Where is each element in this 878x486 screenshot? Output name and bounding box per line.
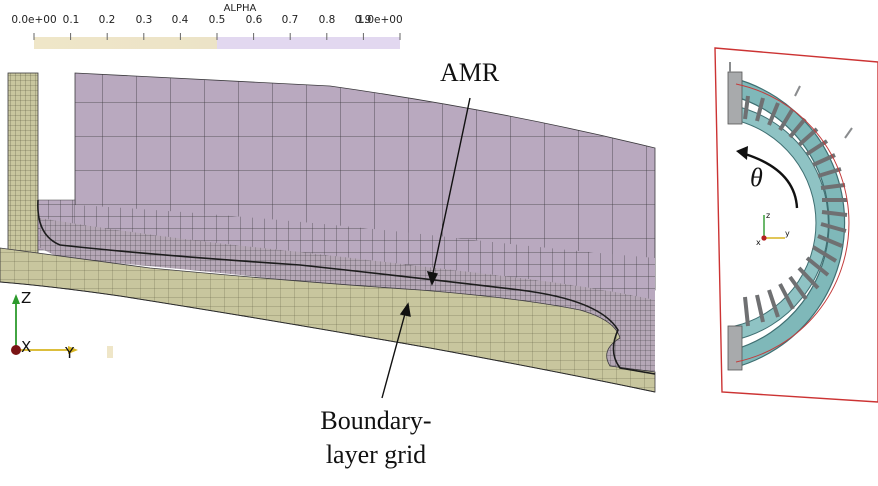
colorbar-title: ALPHA (223, 3, 257, 14)
colorbar-tick-label: 0.3 (135, 14, 153, 26)
boundary-layer-label: Boundary- layer grid (296, 404, 456, 472)
colorbar-tick-label: 1.0e+00 (357, 14, 403, 26)
axes-triad-left: Z X Y (11, 289, 113, 362)
axis-x-label: X (21, 338, 31, 356)
amr-arrowhead (426, 271, 439, 286)
end-cap-bottom (727, 325, 743, 371)
boundary-label-line2: layer grid (325, 440, 427, 469)
frame-outline (714, 47, 878, 403)
colorbar-tick-label: 0.4 (171, 14, 189, 26)
mini-colorbar (107, 346, 113, 358)
stator-3d-view: z y x (714, 47, 878, 403)
amr-label: AMR (440, 58, 500, 87)
colorbar-tick-label: 0.5 (208, 14, 226, 26)
colorbar-tick-label: 0.9 (354, 14, 372, 26)
simulation-mesh-view (0, 72, 656, 393)
colorbar-tick-label: 0.7 (281, 14, 299, 26)
highlight-arc (735, 83, 850, 363)
liquid-gas-interface (37, 199, 656, 375)
boundary-label-line1: Boundary- (320, 406, 432, 435)
lower-wall (0, 281, 656, 393)
pins (729, 62, 853, 139)
amr-fine-band (40, 218, 655, 372)
amr-arrow (431, 97, 471, 279)
rotation-arrow (744, 152, 799, 209)
axes-triad-right: z y x (756, 211, 790, 247)
axis-x-label-small: x (756, 238, 761, 247)
theta-label: θ (750, 163, 763, 192)
rotation-arrowhead (736, 146, 748, 160)
colorbar-gradient (34, 37, 400, 49)
axis-y-label: Y (64, 344, 75, 362)
end-cap-top (727, 71, 743, 125)
axis-z-label-small: z (766, 211, 770, 220)
colorbar-tick-label: 0.2 (98, 14, 116, 26)
axis-y-label-small: y (785, 229, 790, 238)
colorbar-tick-label: 0.1 (62, 14, 80, 26)
boundary-arrow (381, 309, 407, 399)
colorbar-tick-marks (33, 33, 401, 40)
annotation-arrows (381, 97, 471, 399)
boundary-arrowhead (399, 302, 411, 317)
colorbar (33, 33, 401, 49)
colorbar-tick-label: 0.8 (318, 14, 336, 26)
axis-z-label: Z (21, 289, 31, 307)
slot-bars (743, 95, 848, 327)
colorbar-tick-label: 0.6 (245, 14, 263, 26)
colorbar-tick-label: 0.0e+00 (11, 14, 57, 26)
inlet-column (7, 72, 39, 254)
